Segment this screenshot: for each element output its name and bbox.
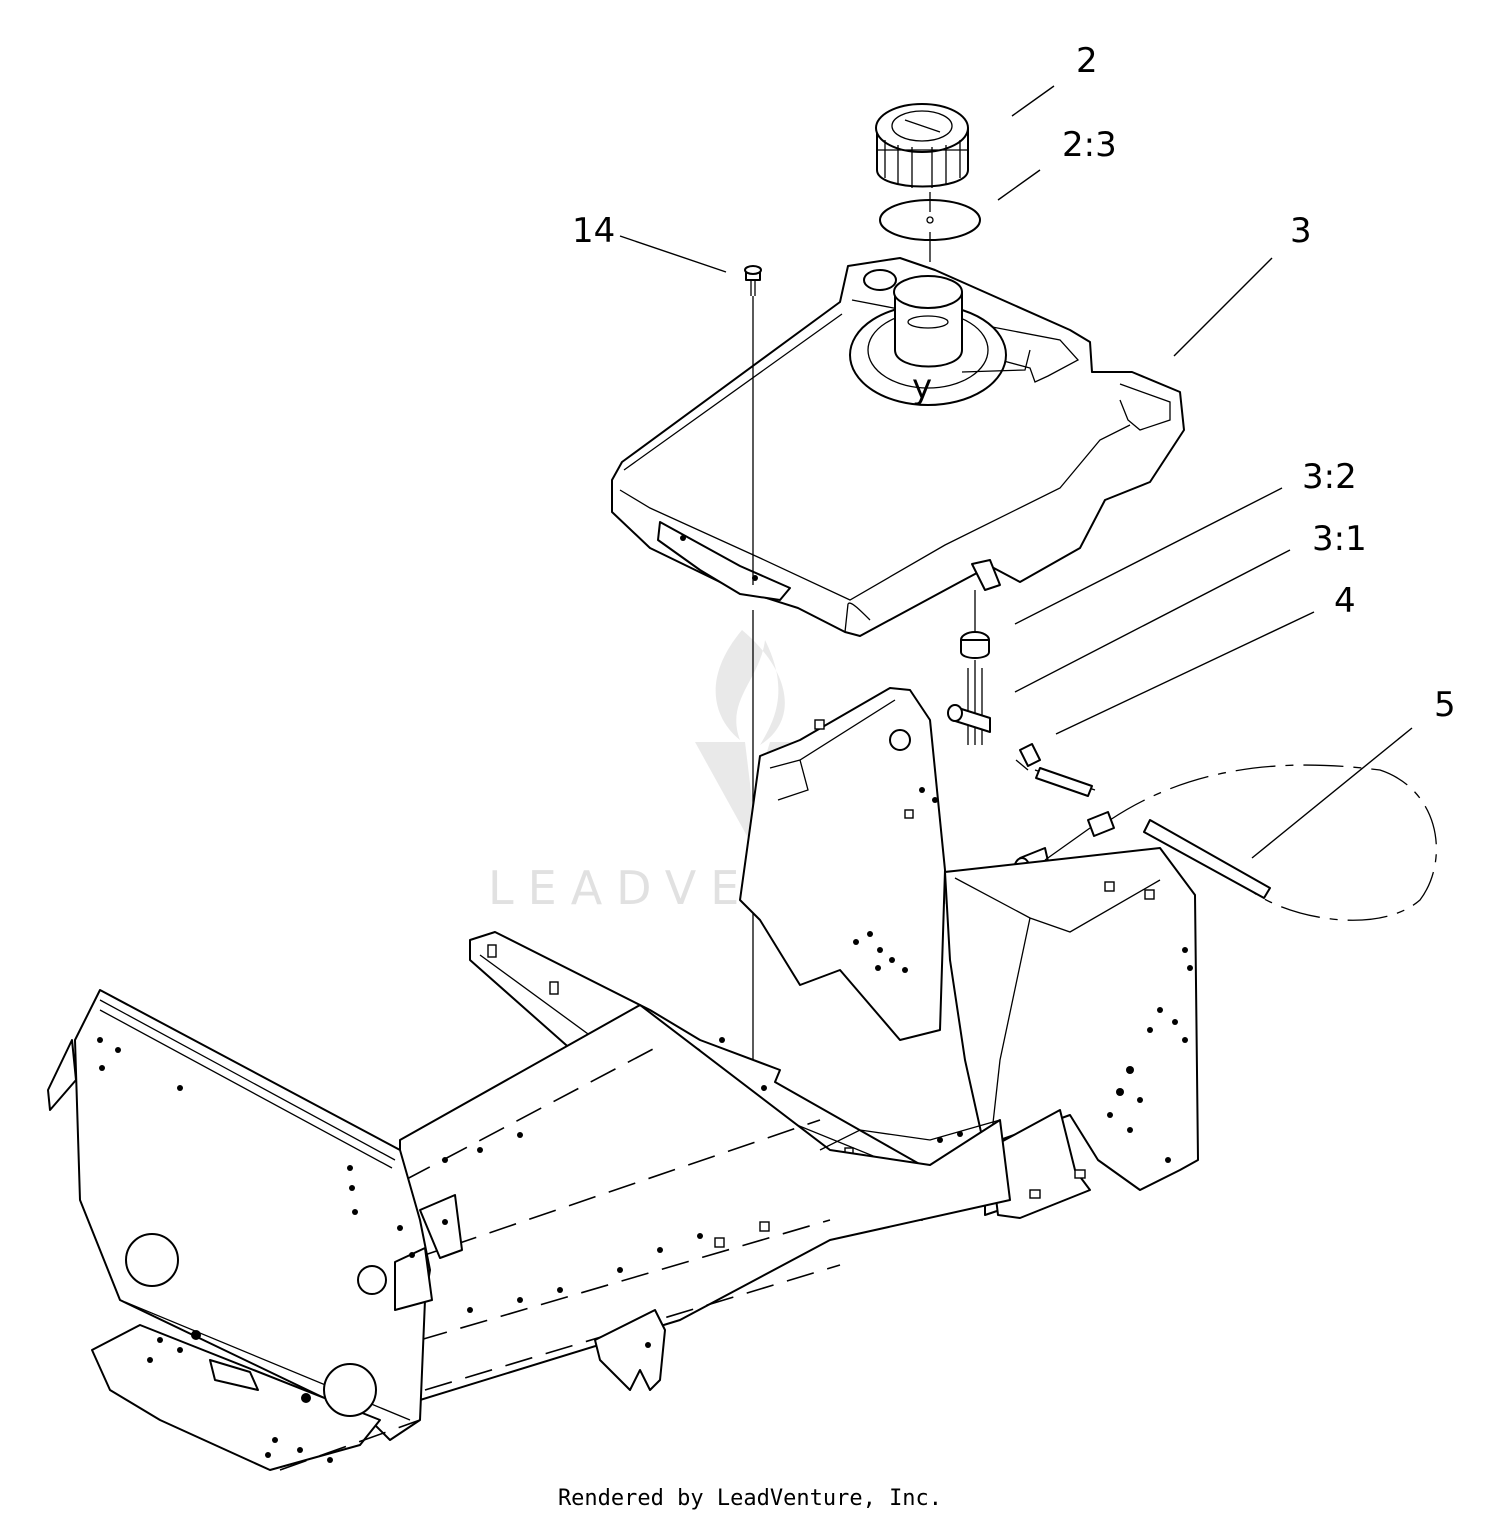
- callout-4: 4: [1334, 581, 1356, 621]
- outlet-fitting: [947, 660, 991, 745]
- callout-3: 3: [1290, 211, 1312, 251]
- tank-support-bracket: [739, 687, 946, 1041]
- callout-5: 5: [1434, 685, 1456, 725]
- frame-rail: [399, 1004, 1011, 1401]
- fuel-tank: y: [611, 257, 1185, 637]
- callout-3-2: 3:2: [1302, 457, 1357, 497]
- grommet: [960, 590, 990, 659]
- gasket: [879, 192, 981, 262]
- right-frame-plate: [944, 847, 1199, 1219]
- callout-3-1: 3:1: [1312, 519, 1367, 559]
- lower-deck-plate: [91, 1324, 421, 1471]
- fuel-cap: [875, 103, 969, 188]
- tank-mark-y: y: [912, 367, 932, 407]
- callout-2: 2: [1076, 41, 1098, 81]
- hose-clamp: [1015, 743, 1041, 771]
- leader-lines: [619, 85, 1413, 859]
- front-nose-plate: [47, 989, 463, 1441]
- callout-2-3: 2:3: [1062, 125, 1117, 165]
- callout-14: 14: [572, 211, 615, 251]
- footer-credit: Rendered by LeadVenture, Inc.: [557, 1486, 943, 1511]
